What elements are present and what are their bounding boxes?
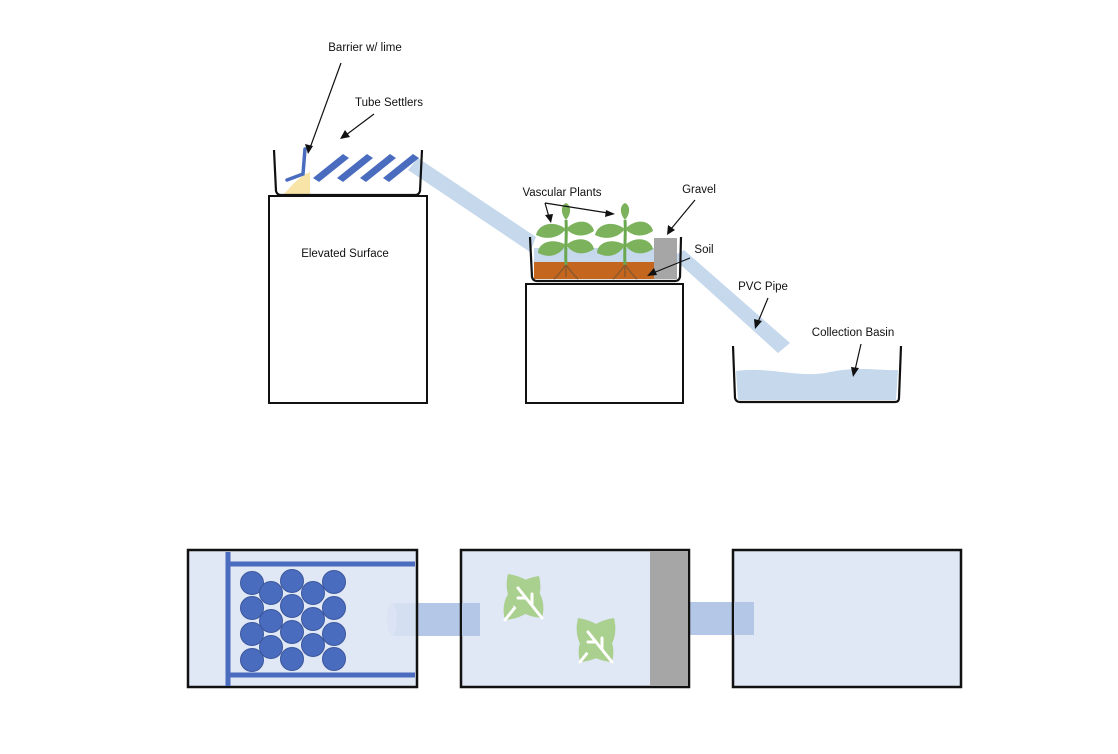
barrier-arrow	[305, 62, 342, 154]
soil-label: Soil	[694, 244, 713, 256]
pvc-pipe-arrow	[754, 297, 769, 329]
pipe-overlap-1	[462, 603, 480, 636]
pvc-pipe-label: PVC Pipe	[738, 281, 788, 293]
plant-tank	[528, 201, 683, 283]
elevated-surface-label: Elevated Surface	[301, 248, 389, 260]
vascular-plants-label: Vascular Plants	[522, 187, 601, 199]
plant-tank-top-view	[459, 548, 691, 689]
settling-tank	[272, 147, 424, 197]
gravel-arrow	[667, 199, 696, 235]
collection-basin-arrow	[851, 343, 862, 377]
lime-deposit	[284, 172, 310, 194]
tube-settler-circles	[240, 569, 346, 672]
pvc-pipe-upper	[408, 158, 536, 252]
tube-settlers-label: Tube Settlers	[355, 97, 423, 109]
pipe-overlap-2	[734, 602, 754, 635]
collection-basin	[731, 345, 903, 404]
support-box	[525, 283, 684, 404]
basin-water	[736, 368, 898, 400]
soil-arrow	[647, 257, 691, 276]
barrier-label: Barrier w/ lime	[328, 42, 401, 54]
gravel-label: Gravel	[682, 184, 716, 196]
soil-layer	[534, 262, 656, 279]
gravel-layer	[654, 238, 677, 279]
collection-basin-top-view	[731, 548, 963, 689]
barrier-with-lime	[285, 147, 307, 182]
tube-settlers-arrow	[340, 113, 375, 139]
settling-tank-top-view	[186, 548, 419, 689]
gravel-strip	[650, 551, 688, 686]
collection-basin-label: Collection Basin	[812, 327, 894, 339]
tube-settlers	[313, 154, 419, 182]
elevated-surface-box	[268, 195, 428, 404]
pvc-pipe-lower	[672, 250, 790, 353]
vascular-plants-arrows	[544, 202, 615, 223]
